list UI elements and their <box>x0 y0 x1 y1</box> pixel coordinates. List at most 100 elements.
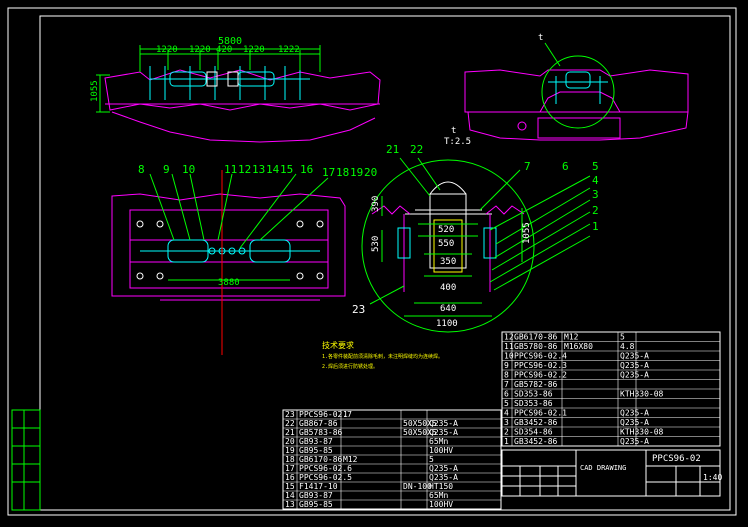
callout-4: 4 <box>592 174 599 187</box>
bom-left-cell: 18 <box>285 455 295 464</box>
bom-left-cell: PPCS96-02.5 <box>299 473 352 482</box>
bom-left-cell: GB95-85 <box>299 446 333 455</box>
bom-left-cell: GB93-87 <box>299 491 333 500</box>
bom-right-cell: PPCS96-02.3 <box>514 361 567 370</box>
dim-520: 520 <box>438 225 454 235</box>
bom-right-cell: SD354-86 <box>514 428 553 437</box>
bom-left-cell: DN-100 <box>403 482 432 491</box>
bom-right-cell: 5 <box>504 399 509 408</box>
bom-left-cell: M12 <box>343 455 358 464</box>
front-overall-dim: 5800 <box>218 36 242 47</box>
bom-right-cell: GB5782-86 <box>514 380 558 389</box>
bom-right-cell: KTH330-08 <box>620 390 664 399</box>
callout-6: 6 <box>562 160 569 173</box>
bom-right-cell: PPCS96-02.2 <box>514 371 567 380</box>
bom-left-cell: 5 <box>429 455 434 464</box>
bom-right-cell: 9 <box>504 361 509 370</box>
bom-right-cell: Q235-A <box>620 371 649 380</box>
dim-350: 350 <box>440 257 456 267</box>
outer-frame <box>7 7 737 516</box>
bom-left-cell: PPCS96-02.6 <box>299 464 352 473</box>
bom-right-cell: 4 <box>504 409 509 418</box>
front-seg-2: 1220 <box>189 45 211 55</box>
callout-14: 14 <box>266 163 280 176</box>
bom-left-cell: 21 <box>285 428 295 437</box>
bom-right-cell: 12 <box>504 333 514 342</box>
drawing-title: CAD DRAWING <box>580 464 626 472</box>
bom-left-cell: 17 <box>285 464 295 473</box>
detail-label-t: t <box>451 126 456 136</box>
bom-right-cell: 11 <box>504 342 514 351</box>
callout-7: 7 <box>524 160 531 173</box>
bom-right-cell: 6 <box>504 390 509 399</box>
bom-left-frame <box>282 409 502 510</box>
bom-left-cell: 1 <box>343 410 348 419</box>
bom-left-cell: GB93-87 <box>299 437 333 446</box>
bom-left-cell: 13 <box>285 500 295 509</box>
dim-390: 390 <box>371 196 381 212</box>
bom-left-cell: HT150 <box>429 482 453 491</box>
bom-left-cell: 14 <box>285 491 295 500</box>
callout-13: 13 <box>252 163 265 176</box>
bom-right-cell: M12 <box>564 333 579 342</box>
front-seg-3: 420 <box>216 45 232 55</box>
callout-18: 18 <box>336 166 349 179</box>
bom-right-cell: Q235-A <box>620 437 649 446</box>
front-seg-1: 1220 <box>156 45 178 55</box>
bom-left-cell: 19 <box>285 446 295 455</box>
bom-left-cell: 65Mn <box>429 437 448 446</box>
bom-left-cell: Q235-A <box>429 464 458 473</box>
bom-right-cell: Q235-A <box>620 418 649 427</box>
binding-strip <box>11 409 41 511</box>
bom-right-cell: 10 <box>504 352 514 361</box>
bom-right-cell: 2 <box>504 428 509 437</box>
dim-530: 530 <box>371 236 381 252</box>
bom-right-cell: KTH330-08 <box>620 428 664 437</box>
dim-550: 550 <box>438 239 454 249</box>
front-seg-4: 1220 <box>243 45 265 55</box>
bom-left-cell: GB95-85 <box>299 500 333 509</box>
bom-right-cell: 3 <box>504 418 509 427</box>
callout-9: 9 <box>163 163 170 176</box>
drawing-scale: 1:40 <box>703 473 722 482</box>
bom-right-cell: 7 <box>504 380 509 389</box>
callout-1: 1 <box>592 220 599 233</box>
plan-view: 8 9 10 11 12 13 14 15 16 17 18 19 20 388… <box>111 163 377 355</box>
front-height-dim: 1055 <box>90 80 100 102</box>
notes-line-1: 1.各零件装配前须清除毛刺，未注明焊缝均为连续焊。 <box>322 353 443 360</box>
callout-15: 15 <box>280 163 293 176</box>
drawing-code: PPCS96-02 <box>652 454 701 464</box>
bom-left-cell: 100HV <box>429 446 453 455</box>
callout-20: 20 <box>364 166 377 179</box>
callout-5: 5 <box>592 160 599 173</box>
bom-right-cell: 1 <box>504 437 509 446</box>
bom-left-cell: 50X50X5 <box>403 419 437 428</box>
bom-left-cell: 65Mn <box>429 491 448 500</box>
callout-11: 11 <box>224 163 237 176</box>
inner-frame <box>39 15 731 511</box>
callout-2: 2 <box>592 204 599 217</box>
bom-left-cell: Q235-A <box>429 428 458 437</box>
bom-right-cell: Q235-A <box>620 409 649 418</box>
bom-right-cell: GB5780-86 <box>514 342 558 351</box>
callout-10: 10 <box>182 163 195 176</box>
notes-line-2: 2.焊后须进行防锈处理。 <box>322 363 378 370</box>
bom-left-cell: Q235-A <box>429 419 458 428</box>
bom-right-cell: Q235-A <box>620 361 649 370</box>
front-view: 5800 1220 1220 420 1220 1222 1055 <box>90 36 381 143</box>
bom-right-cell: 5 <box>620 333 625 342</box>
dim-1055: 1055 <box>522 222 532 244</box>
bom-left-cell: 50X50X5 <box>403 428 437 437</box>
bom-left-cell: 100HV <box>429 500 453 509</box>
title-block: CAD DRAWING PPCS96-02 1:40 <box>501 449 722 497</box>
bom-left-cell: GB867-86 <box>299 419 338 428</box>
detail-view: t T:2.5 21 22 7 6 5 4 3 2 1 23 520 550 3… <box>352 126 599 333</box>
callout-22: 22 <box>410 143 423 156</box>
bom-right-cell: PPCS96-02.4 <box>514 352 567 361</box>
callout-8: 8 <box>138 163 145 176</box>
bom-left-cell: 16 <box>285 473 295 482</box>
bom-left-cell: 22 <box>285 419 295 428</box>
bom-left-cell: 15 <box>285 482 295 491</box>
callout-16: 16 <box>300 163 313 176</box>
